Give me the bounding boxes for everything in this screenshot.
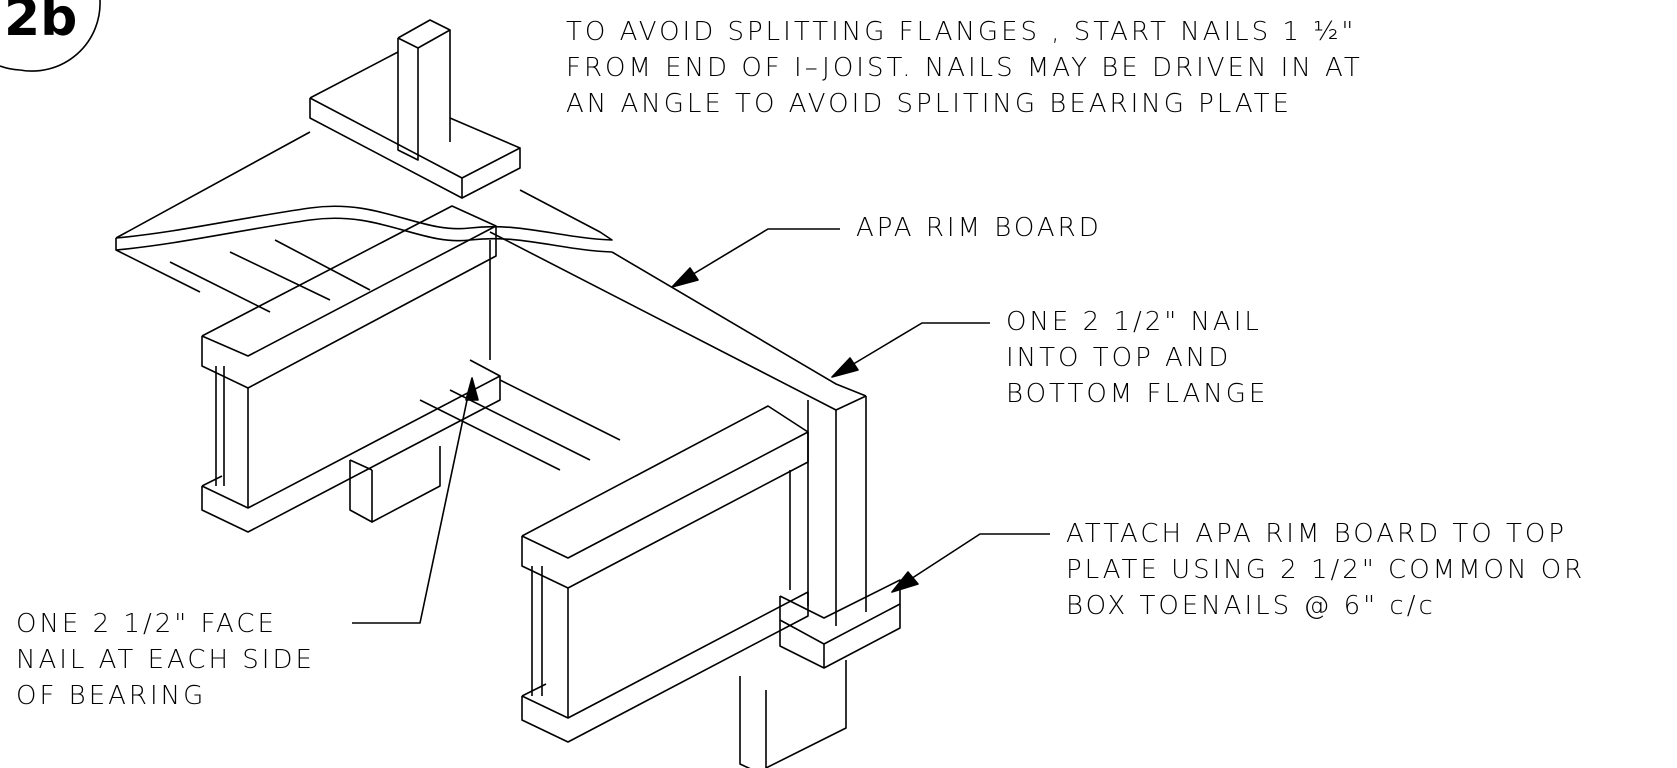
i-joist-right <box>521 405 809 743</box>
note-line: AN ANGLE TO AVOID SPLITING BEARING PLATE <box>566 89 1292 119</box>
note-line: APA RIM BOARD <box>856 213 1102 243</box>
note-line: INTO TOP AND <box>1006 343 1232 373</box>
wall-stud <box>397 19 451 161</box>
nail-start-note: TO AVOID SPLITTING FLANGES , START NAILS… <box>566 14 1363 122</box>
note-line: ONE 2 1/2" FACE <box>16 609 277 639</box>
flange-nail-note: ONE 2 1/2" NAIL INTO TOP AND BOTTOM FLAN… <box>1006 304 1268 412</box>
note-line: BOX TOENAILS @ 6" c/c <box>1066 591 1436 621</box>
face-nail-note: ONE 2 1/2" FACE NAIL AT EACH SIDE OF BEA… <box>16 606 315 714</box>
rim-board <box>489 231 867 626</box>
note-line: BOTTOM FLANGE <box>1006 379 1269 409</box>
note-line: PLATE USING 2 1/2" COMMON OR <box>1066 555 1586 585</box>
hidden-joists <box>169 239 621 471</box>
i-joist-left <box>201 205 501 533</box>
detail-number: 2b <box>4 0 78 48</box>
leader-face-nail <box>352 377 479 624</box>
bearing-post-left <box>349 446 441 523</box>
bearing-post-right <box>739 660 847 768</box>
note-line: OF BEARING <box>16 681 207 711</box>
leader-rim-board <box>671 228 840 288</box>
note-line: TO AVOID SPLITTING FLANGES , START NAILS… <box>566 17 1357 47</box>
leader-flange-nail <box>831 322 990 378</box>
toenail-note: ATTACH APA RIM BOARD TO TOP PLATE USING … <box>1066 516 1585 624</box>
wall-top-plate <box>309 51 521 199</box>
note-line: ONE 2 1/2" NAIL <box>1006 307 1262 337</box>
note-line: FROM END OF I–JOIST. NAILS MAY BE DRIVEN… <box>566 53 1363 83</box>
note-line: ATTACH APA RIM BOARD TO TOP <box>1066 519 1567 549</box>
detail-bubble <box>0 0 101 72</box>
leader-toenail <box>891 533 1050 593</box>
floor-sheathing <box>115 131 613 293</box>
bearing-plate-right <box>779 579 901 669</box>
note-line: NAIL AT EACH SIDE <box>16 645 315 675</box>
rim-board-label: APA RIM BOARD <box>856 210 1102 246</box>
